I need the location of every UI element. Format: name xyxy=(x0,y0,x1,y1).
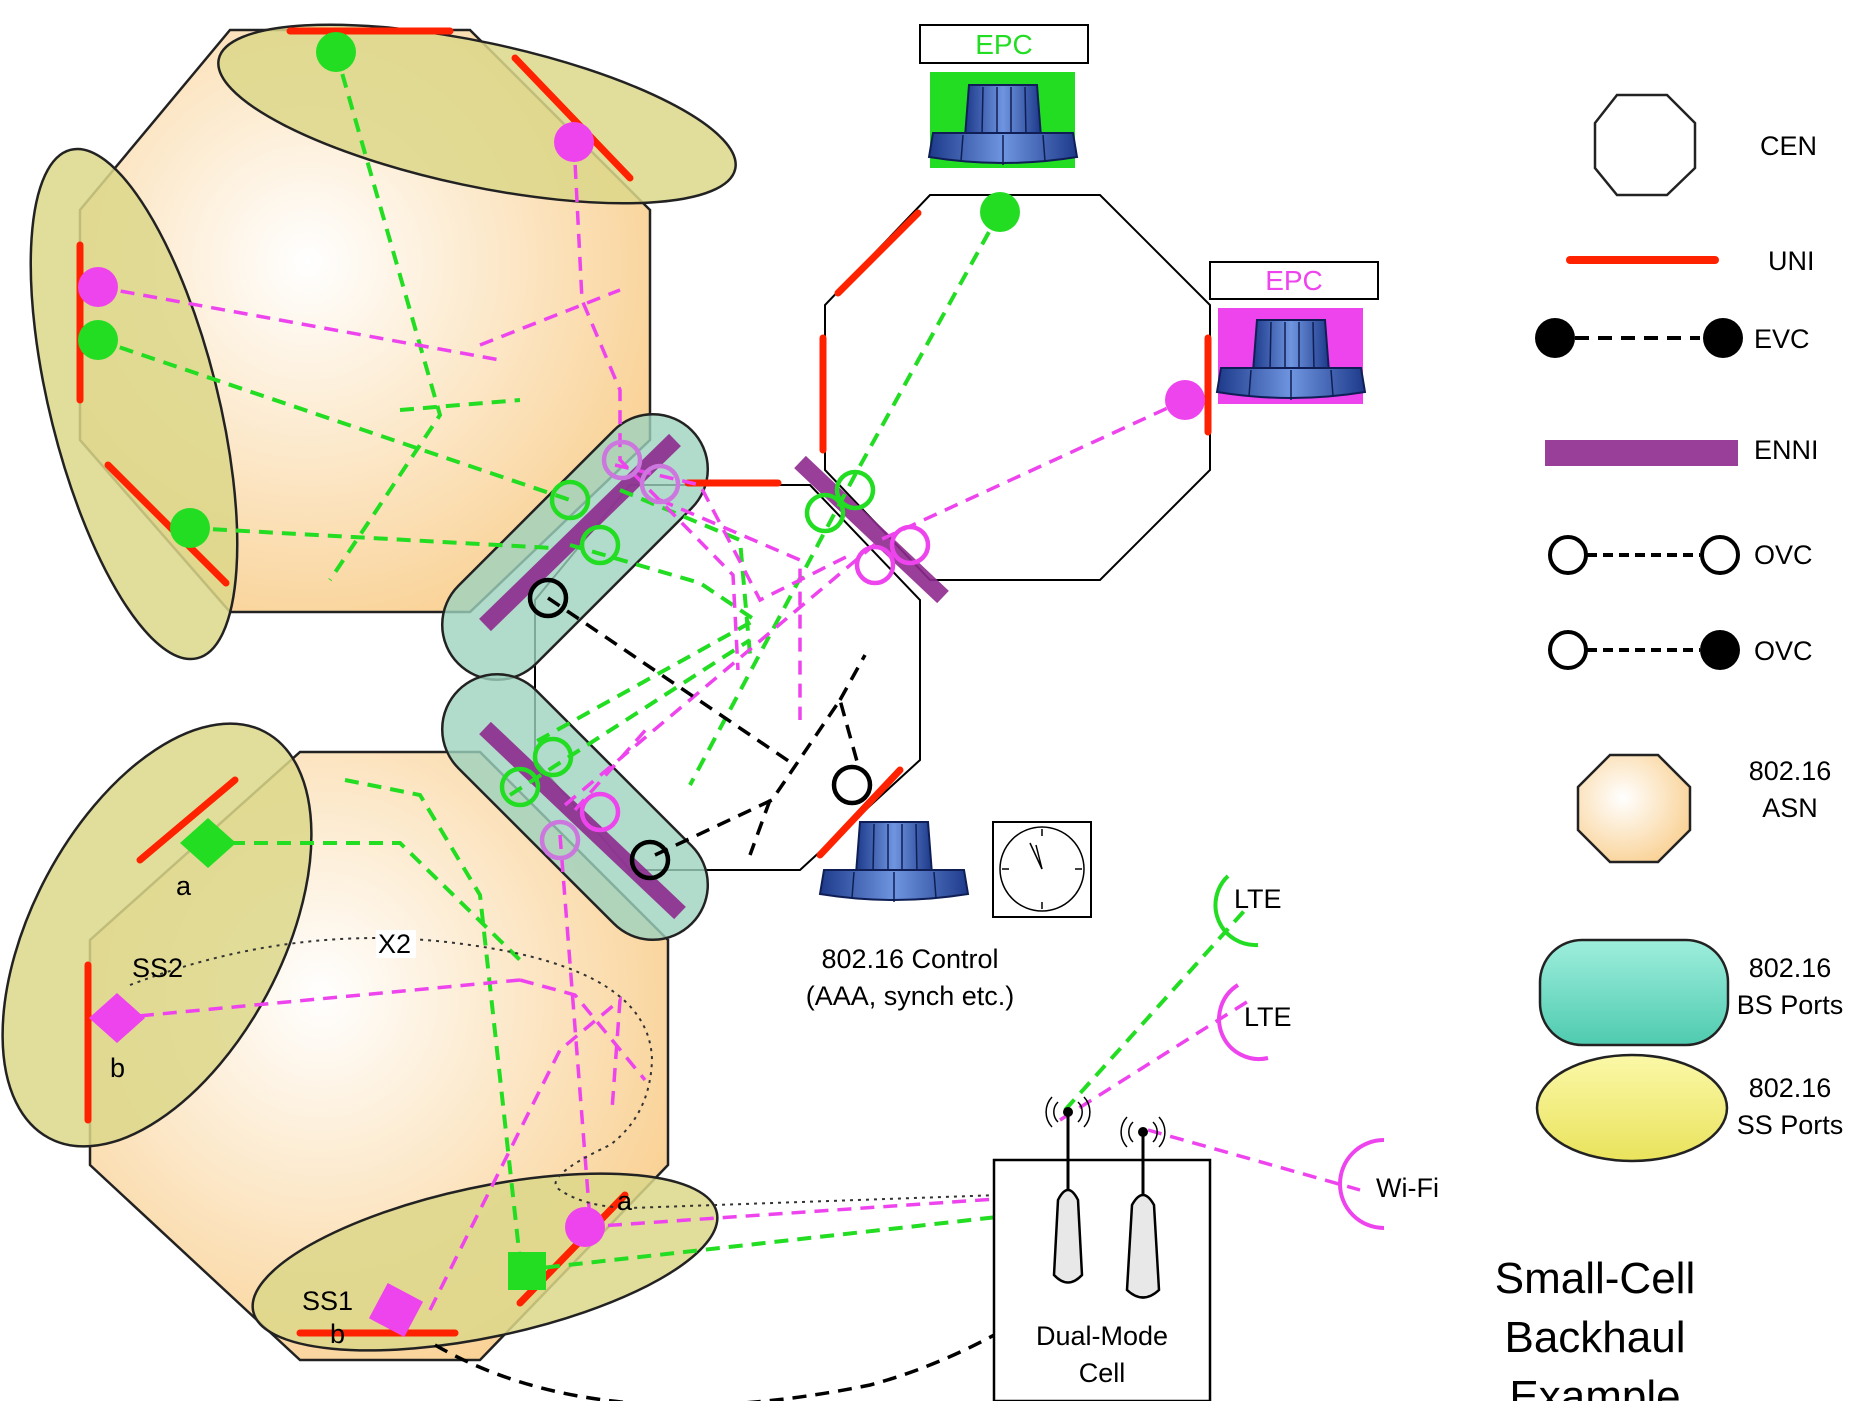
legend-ovc1-label: OVC xyxy=(1754,540,1813,570)
ss-port-top xyxy=(217,23,737,205)
x2-label: X2 xyxy=(378,929,411,959)
uni-bars xyxy=(76,27,1212,1337)
ss1-b-label: b xyxy=(330,1319,345,1349)
legend-uni-label: UNI xyxy=(1768,246,1815,276)
cell-label-line2: Cell xyxy=(1079,1358,1126,1388)
legend-cen-icon xyxy=(1593,93,1697,197)
ss2-a-label: a xyxy=(176,871,192,901)
ss1-a-label: a xyxy=(617,1186,633,1216)
title-line3: Example xyxy=(1509,1372,1680,1401)
legend-enni-icon xyxy=(1545,440,1738,466)
legend-ovc2-label: OVC xyxy=(1754,636,1813,666)
legend-ss-ports-icon xyxy=(1535,1053,1729,1163)
epc-right-label: EPC xyxy=(1265,265,1323,296)
clock-icon xyxy=(992,821,1092,918)
legend-evc-icon xyxy=(1535,318,1743,358)
control-label-line1: 802.16 Control xyxy=(821,944,998,974)
lte-label-2: LTE xyxy=(1244,1002,1292,1032)
ss2-name-label: SS2 xyxy=(132,953,183,983)
epc-top: EPC xyxy=(919,24,1089,168)
legend-enni-label: ENNI xyxy=(1754,435,1819,465)
legend: CEN UNI EVC ENNI OVC OVC 802.16 ASN 802.… xyxy=(1535,93,1844,1163)
ovc-rings xyxy=(499,439,931,881)
wifi-label: Wi-Fi xyxy=(1376,1173,1439,1203)
control-label-line2: (AAA, synch etc.) xyxy=(806,981,1015,1011)
lte-arc-green xyxy=(1213,874,1259,948)
legend-asn-line1: 802.16 xyxy=(1749,756,1832,786)
x2-link xyxy=(129,937,1001,1210)
legend-asn-icon xyxy=(1576,753,1692,864)
wifi-arc xyxy=(1338,1138,1385,1230)
legend-ss-line2: SS Ports xyxy=(1737,1110,1844,1140)
lte-label-1: LTE xyxy=(1234,884,1282,914)
legend-bs-line1: 802.16 xyxy=(1749,953,1832,983)
legend-evc-label: EVC xyxy=(1754,324,1810,354)
green-service-paths xyxy=(97,51,1247,1272)
epc-top-label: EPC xyxy=(975,29,1033,60)
cell-label-line1: Dual-Mode xyxy=(1036,1321,1168,1351)
epc-right: EPC xyxy=(1209,261,1379,404)
title-line1: Small-Cell xyxy=(1495,1254,1695,1303)
legend-ss-line1: 802.16 xyxy=(1749,1073,1832,1103)
legend-asn-line2: ASN xyxy=(1762,793,1818,823)
lte-arc-magenta xyxy=(1217,983,1269,1061)
magenta-service-paths xyxy=(97,141,1361,1311)
legend-ovc-open-icon xyxy=(1548,535,1740,575)
legend-ovc-mixed-icon xyxy=(1548,630,1740,670)
legend-cen-label: CEN xyxy=(1760,131,1817,161)
legend-bs-ports-icon xyxy=(1538,938,1730,1047)
legend-bs-line2: BS Ports xyxy=(1737,990,1844,1020)
title-line2: Backhaul xyxy=(1504,1313,1685,1362)
ss-port-ss2 xyxy=(1,722,313,1148)
ss1-name-label: SS1 xyxy=(302,1286,353,1316)
dual-mode-cell xyxy=(992,1096,1212,1401)
endpoints xyxy=(78,32,1205,1338)
ss2-b-label: b xyxy=(110,1053,125,1083)
